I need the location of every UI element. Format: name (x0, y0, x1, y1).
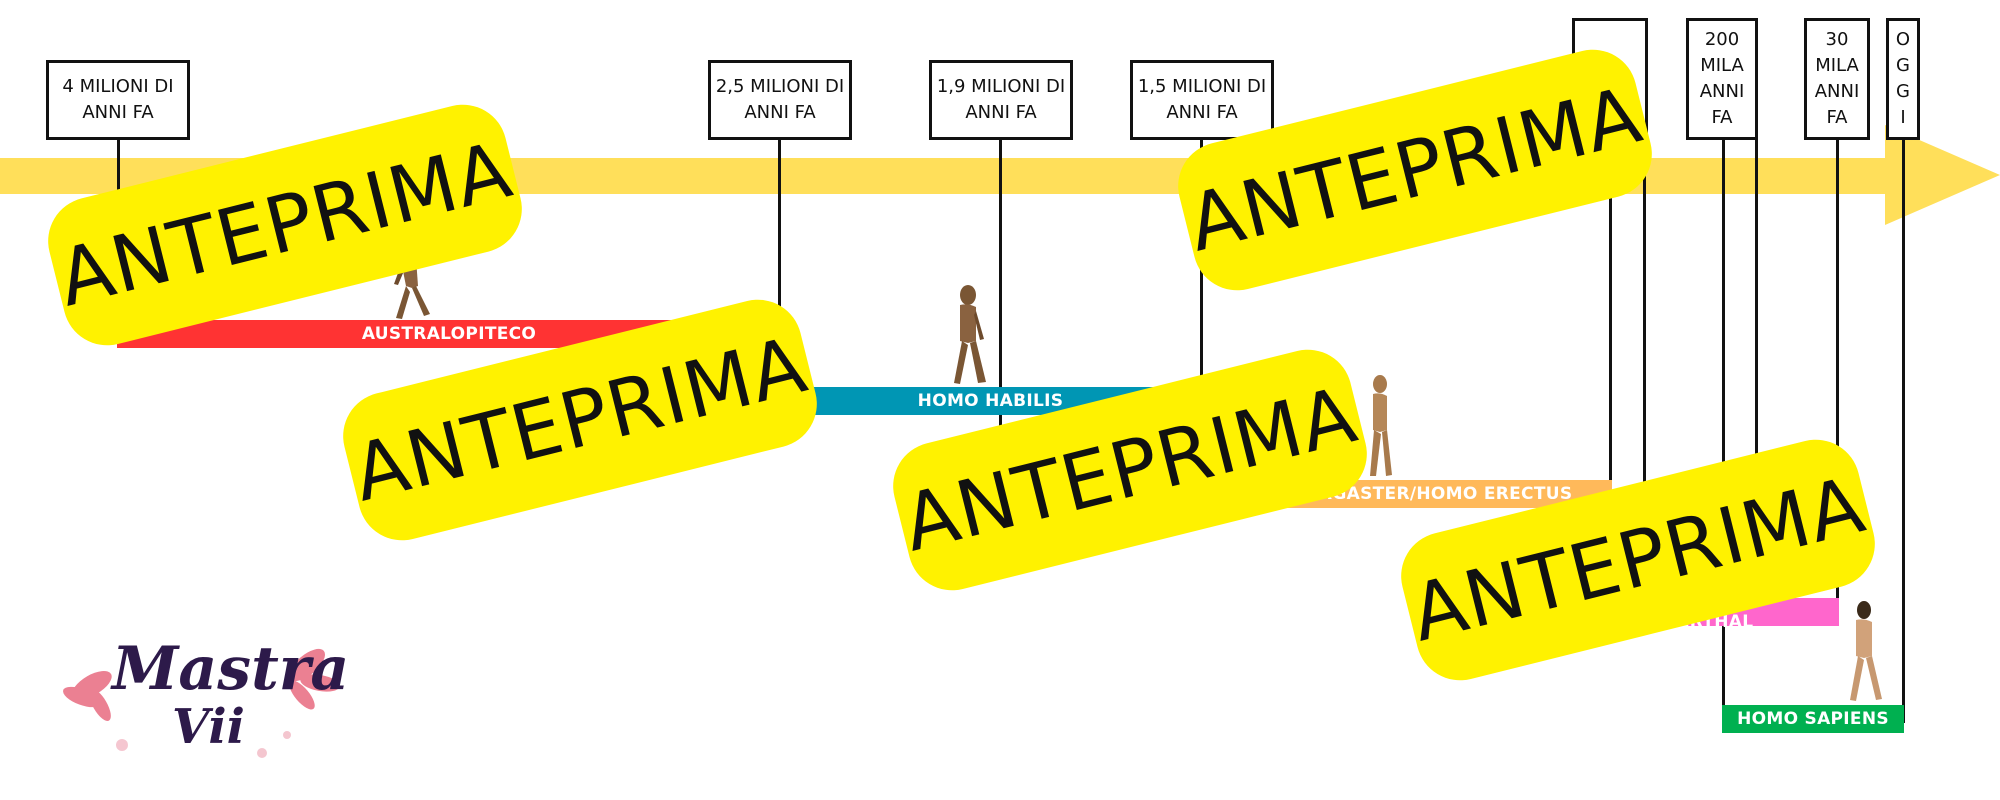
date-marker-4-million: 4 MILIONI DI ANNI FA (46, 60, 190, 140)
connector-line (1902, 138, 1905, 723)
date-marker-today: O G G I (1886, 18, 1920, 140)
homo-habilis-figure (954, 285, 986, 384)
connector-line (1836, 138, 1839, 603)
brand-logo: Mastra Vii (52, 625, 352, 765)
connector-line (1643, 138, 1646, 618)
connector-line (1722, 138, 1725, 718)
watermark-preview: ANTEPRIMA (1391, 430, 1885, 690)
connector-line (1200, 138, 1203, 508)
species-bar-homo-sapiens: HOMO SAPIENS (1722, 705, 1904, 733)
date-marker-1-5-million: 1,5 MILIONI DI ANNI FA (1130, 60, 1274, 140)
brand-logo-line2: Vii (172, 699, 245, 755)
flower-decoration-icon (63, 648, 340, 758)
connector-line (1755, 138, 1758, 618)
connector-line (999, 138, 1002, 438)
date-marker-1-9-million: 1,9 MILIONI DI ANNI FA (929, 60, 1073, 140)
date-marker-30-thousand: 30 MILA ANNI FA (1804, 18, 1870, 140)
brand-logo-line1: Mastra (112, 634, 350, 704)
date-marker-200-thousand: 200 MILA ANNI FA (1686, 18, 1758, 140)
connector-line (1609, 138, 1612, 613)
date-marker-2-5-million: 2,5 MILIONI DI ANNI FA (708, 60, 852, 140)
connector-line (778, 138, 781, 415)
homo-erectus-figure (1370, 375, 1392, 476)
homo-sapiens-figure (1850, 601, 1882, 701)
